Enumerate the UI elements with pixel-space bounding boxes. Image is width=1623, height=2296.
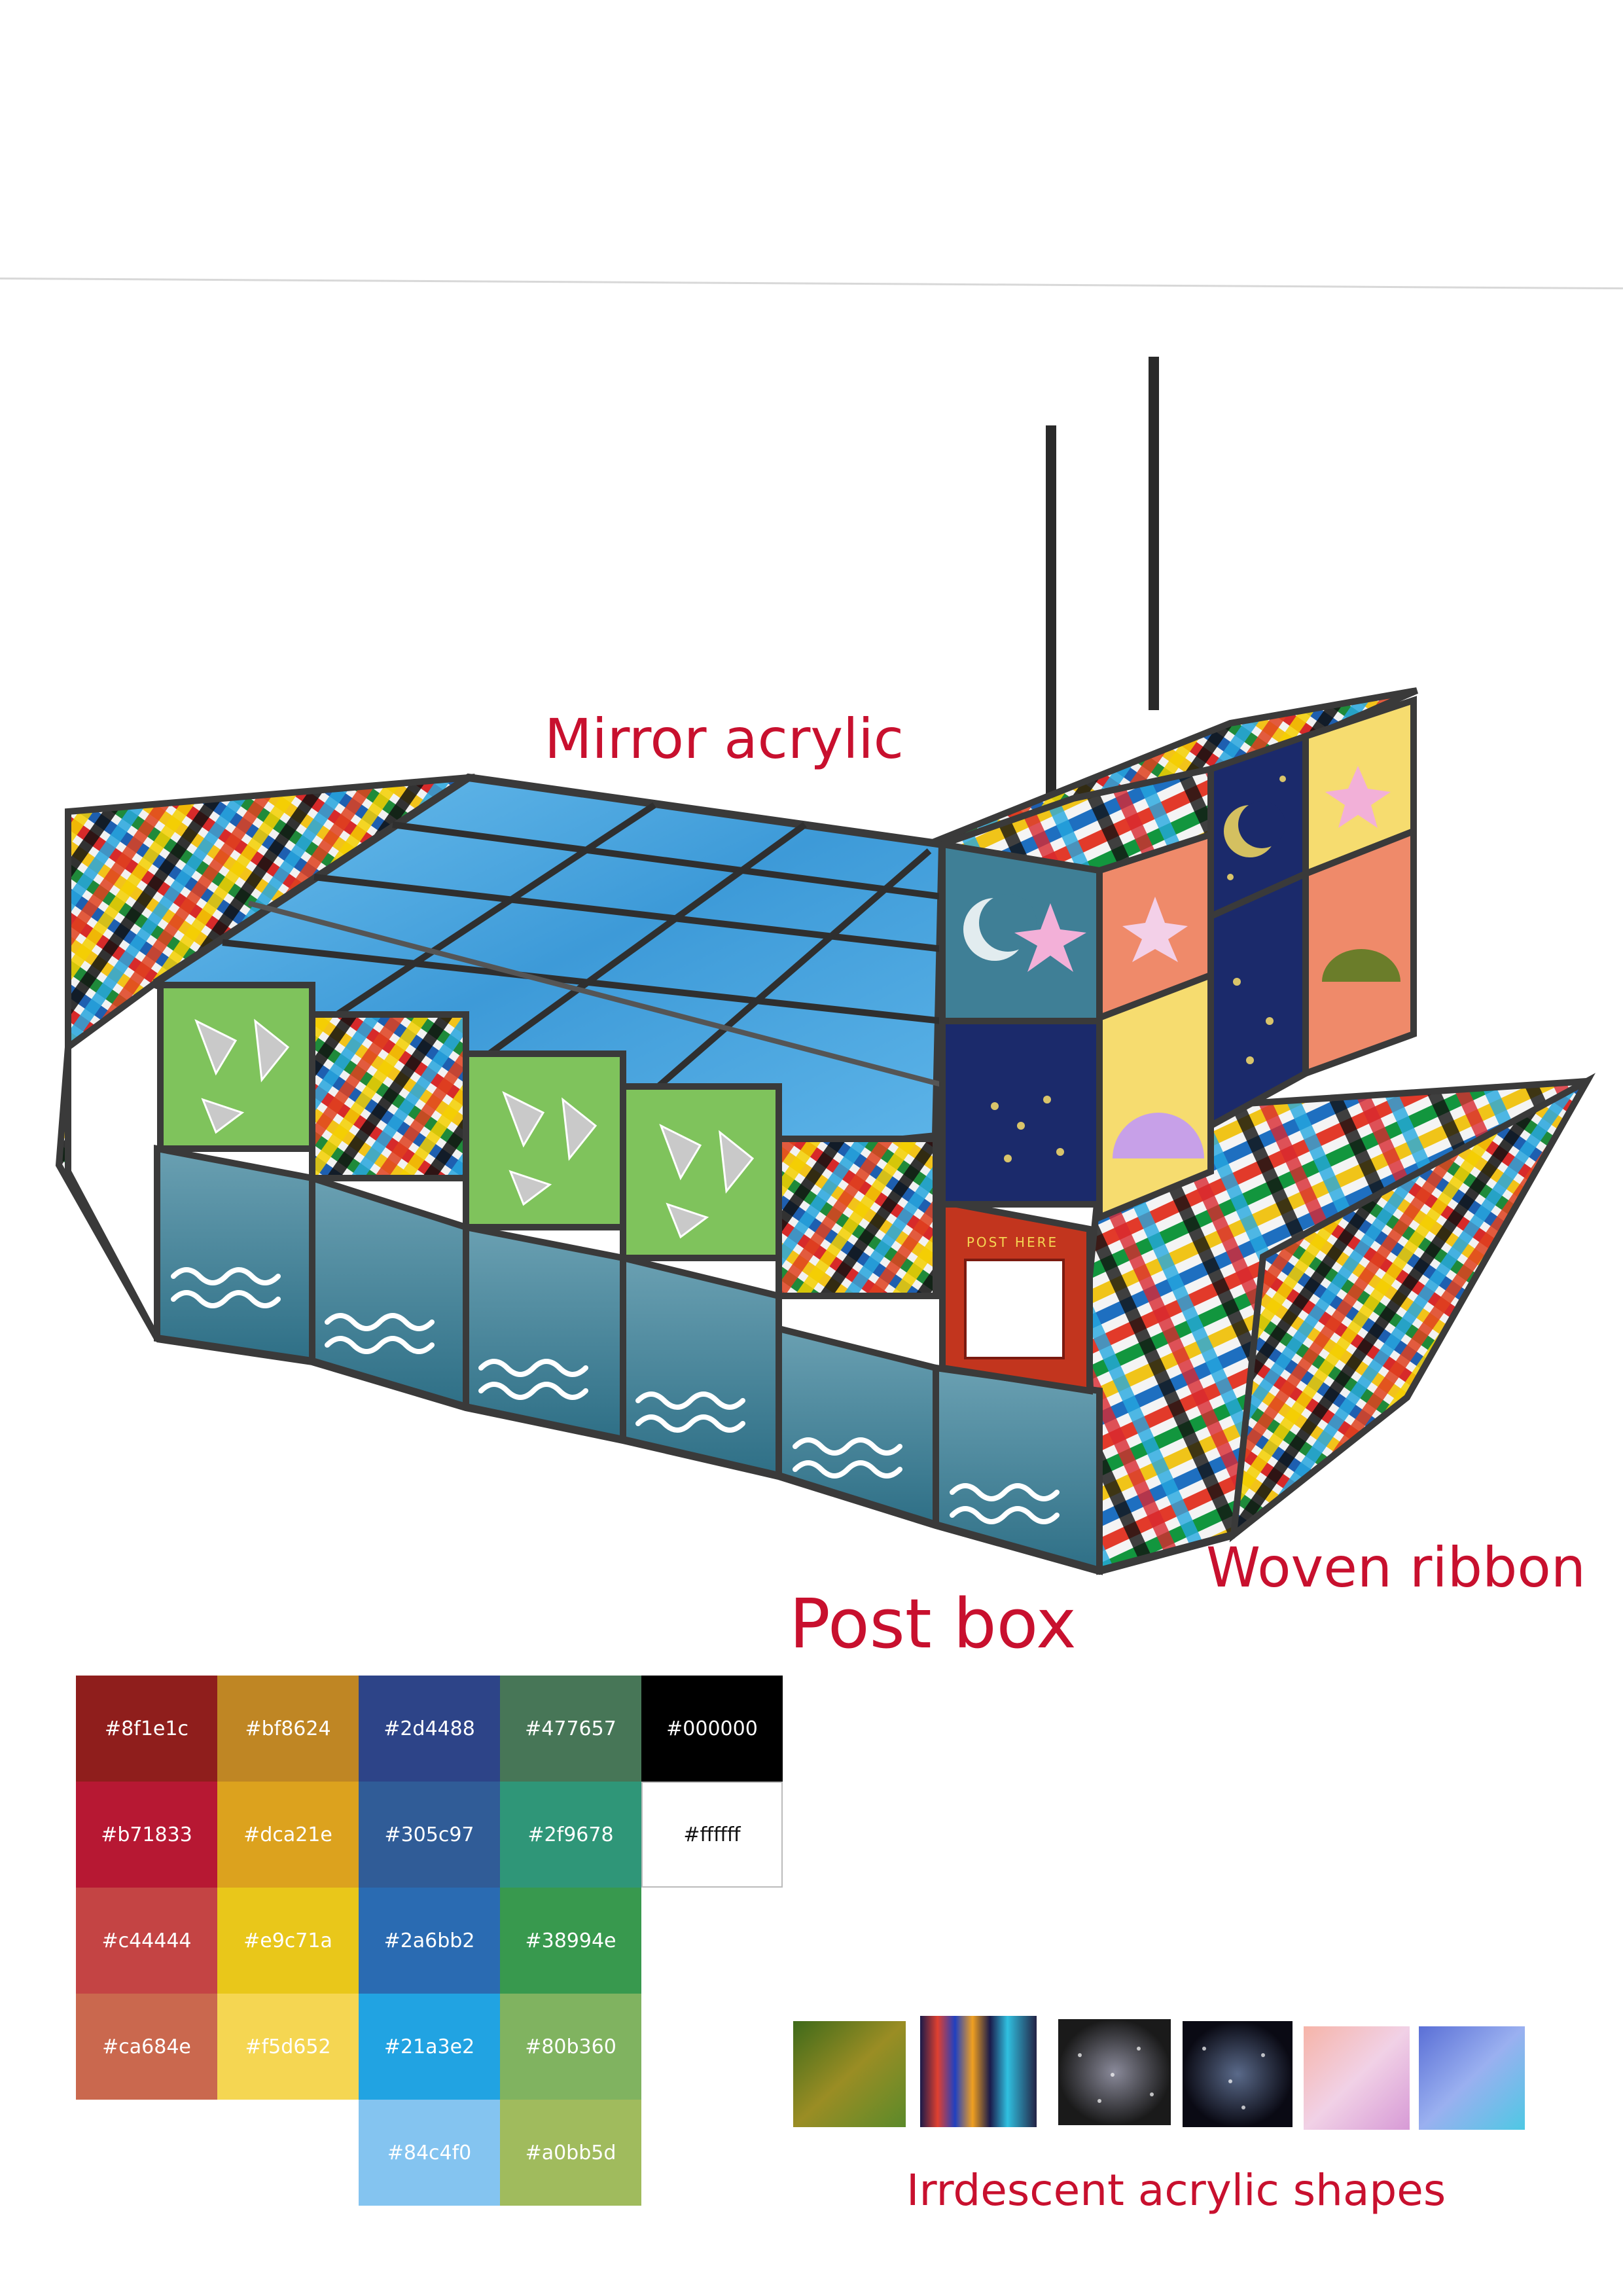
color-swatch: #e9c71a — [217, 1888, 359, 1994]
navy-stars-panel-side — [1207, 869, 1309, 1132]
color-swatch: #38994e — [500, 1888, 641, 1994]
woven-cabin-top-front — [941, 764, 1214, 874]
color-swatch: #bf8624 — [217, 1676, 359, 1782]
teal-panel — [933, 1364, 1103, 1575]
color-swatch: #8f1e1c — [76, 1676, 217, 1782]
post-box-slot — [964, 1259, 1065, 1359]
cabin-motifs — [963, 766, 1400, 1162]
color-swatch: #80b360 — [500, 1994, 641, 2100]
wave-motifs — [171, 1267, 1060, 1524]
color-swatch: #305c97 — [359, 1782, 500, 1888]
color-swatch: #21a3e2 — [359, 1994, 500, 2100]
color-swatch: #2a6bb2 — [359, 1888, 500, 1994]
label-mirror-acrylic: Mirror acrylic — [544, 707, 904, 771]
iridescent-sample-stripe — [920, 2016, 1037, 2127]
color-swatch: #dca21e — [217, 1782, 359, 1888]
hull-front-upper — [157, 982, 939, 1299]
iridescent-samples — [793, 2016, 1525, 2130]
deck-rod — [247, 901, 950, 1089]
iridescent-sample-holo — [1058, 2019, 1171, 2125]
green-panel — [157, 982, 315, 1152]
woven-panel — [309, 1011, 469, 1181]
iridescent-sample-blue — [1419, 2026, 1525, 2130]
color-swatch: #2d4488 — [359, 1676, 500, 1782]
hull-keel — [156, 1335, 1235, 1575]
teal-panel — [463, 1223, 626, 1444]
deck-grid — [222, 802, 943, 1115]
teal-panel — [154, 1144, 315, 1365]
post-here-text: POST HERE — [967, 1234, 1058, 1250]
woven-ribbon-stern-edge — [1229, 1073, 1596, 1543]
color-swatch: #000000 — [641, 1676, 783, 1782]
label-woven-ribbon: Woven ribbon — [1206, 1535, 1586, 1600]
color-swatch: #b71833 — [76, 1782, 217, 1888]
iridescent-sample-sparkle — [1183, 2021, 1293, 2127]
teal-panel — [309, 1174, 469, 1412]
color-swatch: #84c4f0 — [359, 2100, 500, 2206]
color-swatch: #2f9678 — [500, 1782, 641, 1888]
green-panel — [463, 1050, 626, 1230]
iridescent-sample-pink — [1304, 2026, 1410, 2130]
color-swatch: #ca684e — [76, 1994, 217, 2100]
mast-pole — [1149, 357, 1159, 710]
color-swatch: #f5d652 — [217, 1994, 359, 2100]
navy-stars-panel — [939, 1018, 1103, 1208]
label-iridescent-acrylic: Irrdescent acrylic shapes — [906, 2165, 1446, 2215]
color-swatch: #c44444 — [76, 1888, 217, 1994]
color-swatch: #a0bb5d — [500, 2100, 641, 2206]
iridescent-sample-olive — [793, 2021, 906, 2127]
color-swatch: #ffffff — [641, 1782, 783, 1888]
teal-panel — [776, 1324, 939, 1530]
yellow-sunrise-panel — [1096, 970, 1214, 1223]
green-panel — [620, 1083, 782, 1261]
mast-pole — [1046, 425, 1056, 838]
color-swatch: #477657 — [500, 1676, 641, 1782]
woven-panel — [776, 1136, 939, 1299]
label-post-box: Post box — [789, 1584, 1077, 1664]
acrylic-shard-shapes — [194, 1018, 755, 1239]
